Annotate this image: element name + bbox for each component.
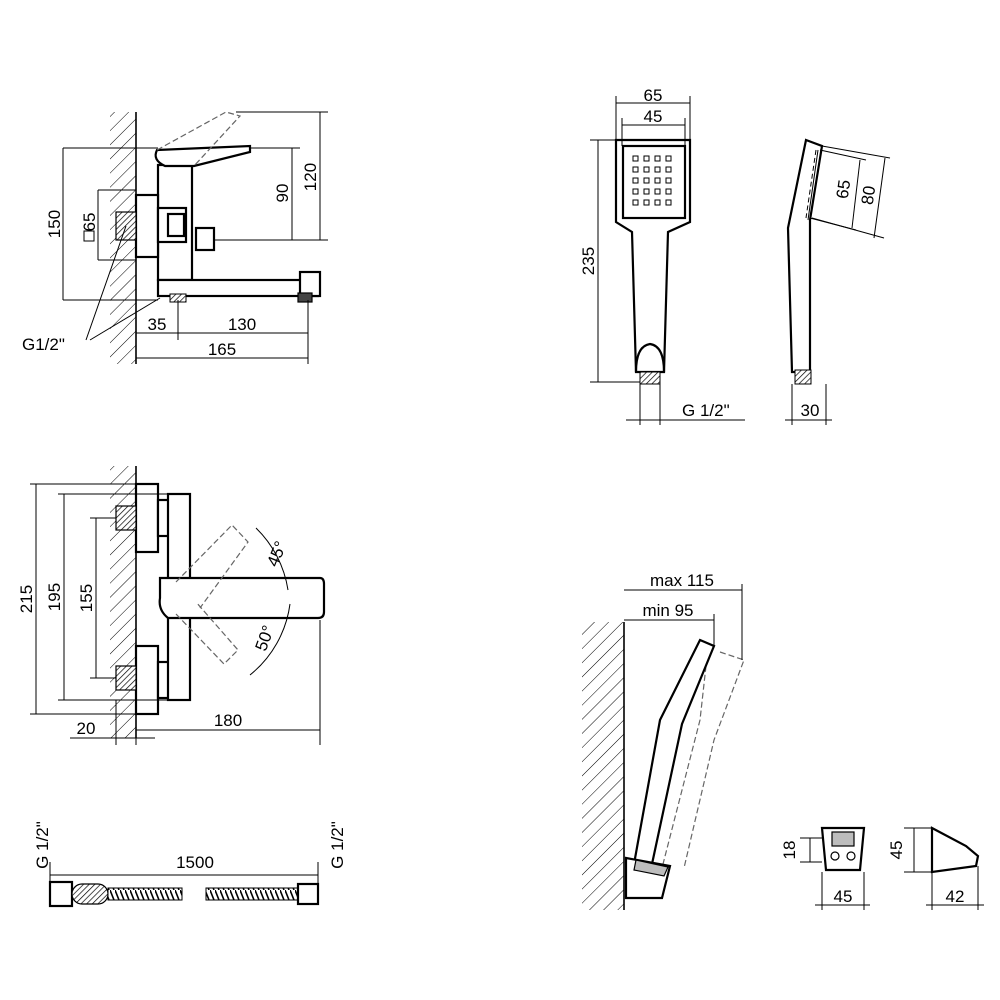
dim-155: 155 (77, 584, 96, 612)
dim-20: 20 (77, 719, 96, 738)
holder-detail-view: 18 45 45 42 (780, 826, 984, 910)
side-thread (794, 369, 812, 385)
nozzle-grid (632, 155, 672, 206)
hose-view: 1500 G 1/2" G 1/2" (33, 821, 347, 908)
dim-80-side: 80 (858, 185, 879, 206)
dim-65-width: 65 (644, 86, 663, 105)
angle-50: 50° (252, 623, 279, 654)
wall-hatch-holder (582, 622, 624, 910)
hand-shower-side-view: 65 80 30 (785, 138, 891, 425)
dim-max-115: max 115 (650, 571, 714, 590)
dim-18: 18 (780, 841, 799, 860)
dim-45-side: 45 (887, 841, 906, 860)
thread-g12: G 1/2" (682, 401, 730, 420)
dim-35: 35 (148, 315, 167, 334)
hose-length: 1500 (176, 853, 214, 872)
dim-42: 42 (946, 887, 965, 906)
wall-flange (134, 193, 160, 259)
hose-coil-left (107, 887, 183, 901)
diverter-knob (194, 226, 216, 252)
lower-flange (134, 644, 160, 716)
dim-150: 150 (45, 210, 64, 238)
dim-195: 195 (45, 583, 64, 611)
holder-front-slot (831, 831, 855, 847)
dim-180: 180 (214, 711, 242, 730)
dim-30-thickness: 30 (801, 401, 820, 420)
hose-nut-left (48, 880, 74, 908)
upper-thread (115, 505, 137, 531)
lower-thread (115, 665, 137, 691)
dim-45-width: 45 (644, 107, 663, 126)
hand-shower-profile (786, 138, 824, 374)
spout-tip (298, 270, 322, 298)
dim-215: 215 (17, 585, 36, 613)
dim-min-95: min 95 (642, 601, 693, 620)
dim-120: 120 (301, 163, 320, 191)
shower-ghost (683, 651, 745, 869)
screw-hole-right (846, 851, 856, 861)
dim-235: 235 (579, 247, 598, 275)
cartridge-nut-inner (166, 212, 186, 238)
thread-left: G 1/2" (33, 821, 52, 869)
dim-130: 130 (228, 315, 256, 334)
grip-notch (634, 342, 666, 373)
shower-in-holder (632, 638, 716, 866)
mixer-side-view: 150 65 90 120 35 130 165 G1/2" (22, 111, 328, 364)
hose-coil-right (205, 887, 299, 901)
angle-45: 45° (263, 538, 290, 569)
lever-open-ghost (156, 111, 242, 167)
hand-shower-front-view: 65 45 235 G 1/2" (579, 86, 745, 425)
dim-90: 90 (273, 184, 292, 203)
thread-label: G1/2" (22, 335, 65, 354)
dim-45-front: 45 (834, 887, 853, 906)
dim-65-side: 65 (833, 179, 854, 200)
lever-ghost-down (175, 601, 239, 665)
holder-side (930, 826, 980, 874)
spray-face (621, 144, 687, 220)
shower-thread (639, 371, 661, 385)
shower-ghost-inner (661, 647, 709, 869)
aerator (297, 292, 313, 303)
lever-top (158, 576, 326, 620)
lever-ghost-up (175, 524, 249, 609)
dim-65-square: 65 (80, 213, 99, 232)
thread-right: G 1/2" (328, 821, 347, 869)
holder-seat (633, 859, 669, 877)
screw-hole-left (830, 851, 840, 861)
hose-cone-left (71, 883, 109, 905)
holder-wall-view: max 115 min 95 (582, 571, 745, 910)
dim-165: 165 (208, 340, 236, 359)
mixer-top-view: 215 195 155 20 180 45° 50° (17, 466, 326, 745)
hose-nut-right (296, 882, 320, 906)
